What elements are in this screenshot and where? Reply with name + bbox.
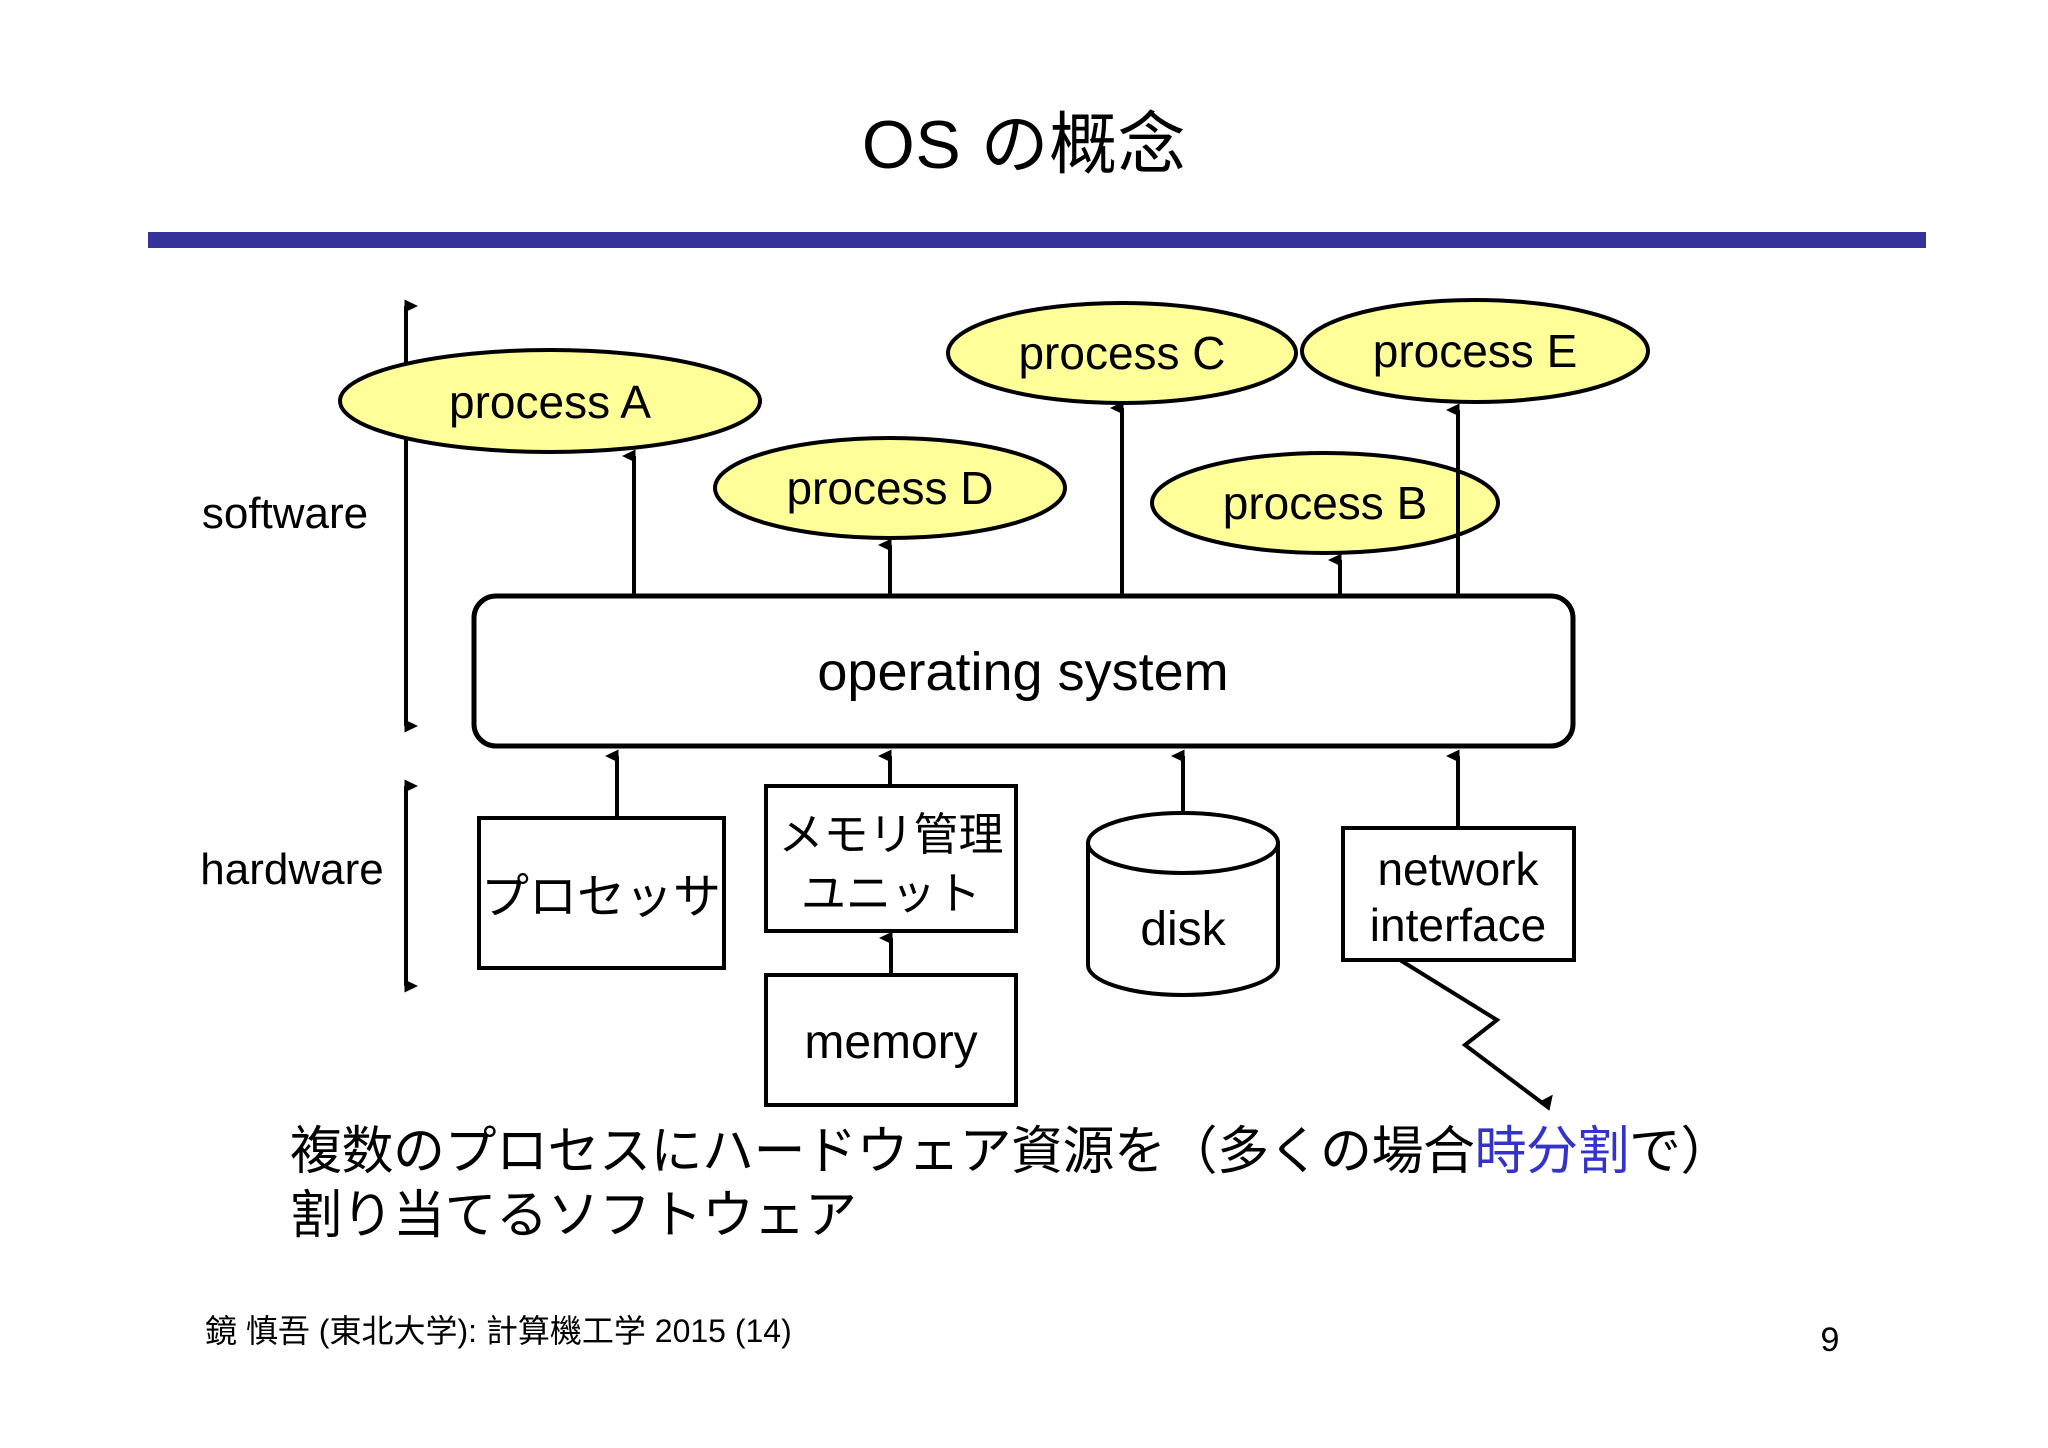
process-oval-a[interactable]: process A <box>338 348 762 454</box>
processor-label: プロセッサ <box>481 871 721 924</box>
software-label: software <box>202 489 368 538</box>
disk-cylinder[interactable]: disk <box>1086 811 1280 997</box>
caption-line1-part1: 複数のプロセスにハードウェア資源を（多くの場合 <box>290 1123 1475 1181</box>
mmu-label-line2: ユニット <box>801 868 981 919</box>
footer-credit: 鏡 慎吾 (東北大学): 計算機工学 2015 (14) <box>205 1313 792 1349</box>
slide-caption: 複数のプロセスにハードウェア資源を（多くの場合時分割で） 割り当てるソフトウェア <box>290 1120 1890 1248</box>
operating-system-label: operating system <box>817 642 1228 702</box>
process-oval-d[interactable]: process D <box>713 436 1067 540</box>
caption-highlight: 時分割 <box>1474 1123 1630 1181</box>
process-oval-c[interactable]: process C <box>946 301 1298 405</box>
operating-system-box[interactable]: operating system <box>471 593 1576 749</box>
process-oval-e[interactable]: process E <box>1300 298 1650 404</box>
mmu-label-line1: メモリ管理 <box>778 809 1003 860</box>
process-c-label: process C <box>1018 327 1225 379</box>
process-a-label: process A <box>449 376 651 428</box>
title-divider <box>148 232 1926 248</box>
memory-label: memory <box>804 1016 977 1069</box>
processor-box[interactable]: プロセッサ <box>477 816 726 970</box>
network-label-line2: interface <box>1370 899 1546 951</box>
process-oval-b[interactable]: process B <box>1150 451 1500 555</box>
disk-label: disk <box>1140 903 1226 956</box>
mmu-box[interactable]: メモリ管理 ユニット <box>764 784 1018 933</box>
hardware-label: hardware <box>200 845 383 894</box>
network-link-zigzag <box>1398 958 1553 1111</box>
network-interface-box[interactable]: network interface <box>1341 826 1576 962</box>
process-d-label: process D <box>786 462 993 514</box>
process-e-label: process E <box>1373 325 1578 377</box>
caption-line1-part2: で） <box>1629 1123 1733 1181</box>
process-b-label: process B <box>1223 477 1428 529</box>
page-number: 9 <box>1820 1321 1840 1359</box>
memory-box[interactable]: memory <box>764 973 1018 1107</box>
caption-line2: 割り当てるソフトウェア <box>290 1187 857 1245</box>
page-title: OS の概念 <box>861 107 1187 183</box>
network-label-line1: network <box>1377 843 1539 895</box>
